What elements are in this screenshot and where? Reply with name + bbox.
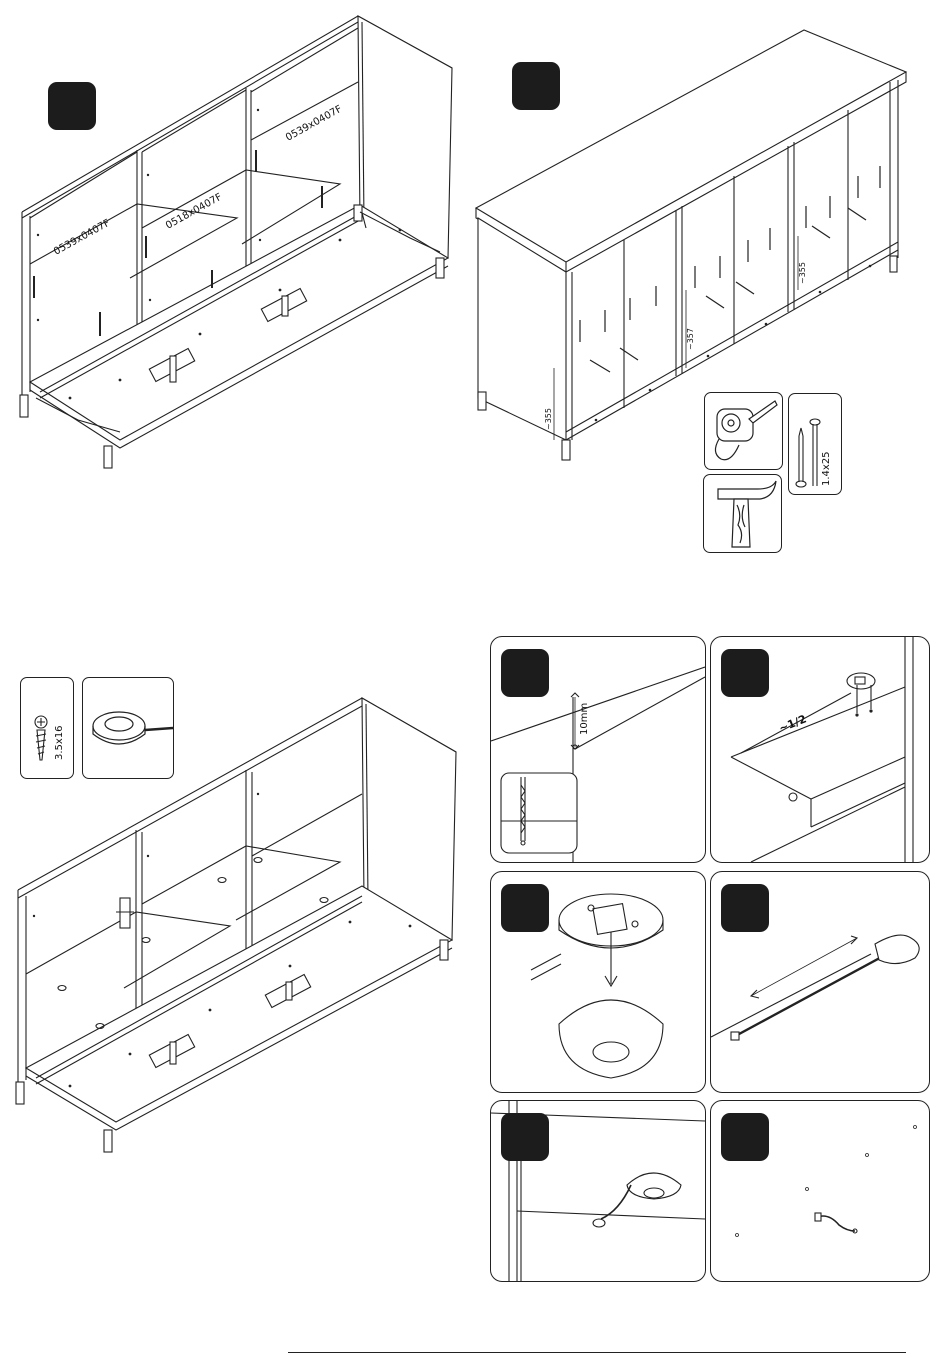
detail-panel-spot-mount <box>490 871 706 1093</box>
dimension-label-left: ~355 <box>544 408 553 430</box>
step-number-badge <box>512 62 560 110</box>
step-3-cabinet-lighting <box>0 690 470 1160</box>
detail-panel-spot-position: ~1/2 <box>710 636 930 863</box>
step-number-badge <box>501 1113 549 1161</box>
drill-bit-icon <box>501 773 577 853</box>
detail-panel-drill-depth: 10mm <box>490 636 706 863</box>
dimension-label-right: ~355 <box>798 262 807 284</box>
step-2-cabinet-nailing: ~355 ~357 ~355 1.4x25 <box>470 0 950 560</box>
step-1-cabinet-shelves: 0539x0407F 0518x0407F 0539x0407F <box>0 0 470 480</box>
nail-icon <box>789 394 841 494</box>
footer-divider <box>288 1352 906 1353</box>
hammer-tool-box <box>703 474 782 553</box>
drill-depth-label: 10mm <box>579 703 590 735</box>
step-number-badge <box>721 649 769 697</box>
detail-panel-spot-installed <box>490 1100 706 1282</box>
tape-measure-tool-box <box>704 392 783 470</box>
detail-panel-cable-end <box>710 1100 930 1282</box>
step-number-badge <box>48 82 96 130</box>
step-number-badge <box>721 1113 769 1161</box>
nail-tool-box: 1.4x25 <box>788 393 842 495</box>
step-number-badge <box>501 884 549 932</box>
nail-size-label: 1.4x25 <box>821 451 832 486</box>
detail-panel-cable-routing <box>710 871 930 1093</box>
hammer-icon <box>704 475 781 552</box>
dimension-label-middle: ~357 <box>686 328 695 350</box>
step-number-badge <box>721 884 769 932</box>
step-number-badge <box>501 649 549 697</box>
measuring-tape-icon <box>705 393 782 469</box>
